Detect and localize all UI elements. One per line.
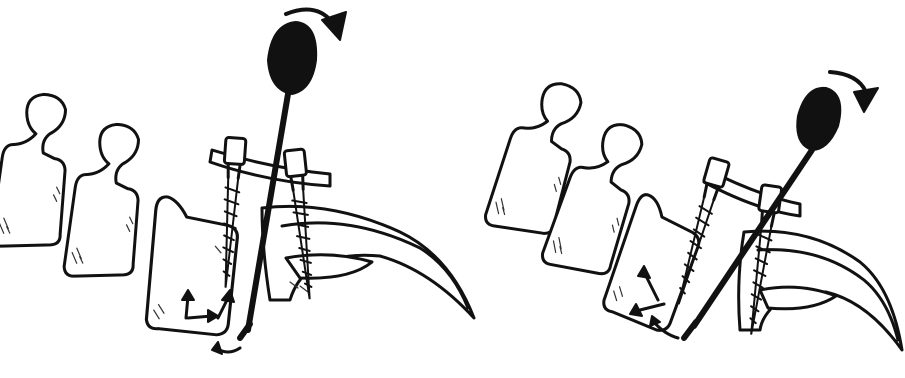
panel-right <box>483 72 902 350</box>
vertebra-1 <box>0 90 79 255</box>
sacrum <box>262 206 474 318</box>
panel-left <box>0 10 474 355</box>
vertebra-2 <box>63 120 152 285</box>
